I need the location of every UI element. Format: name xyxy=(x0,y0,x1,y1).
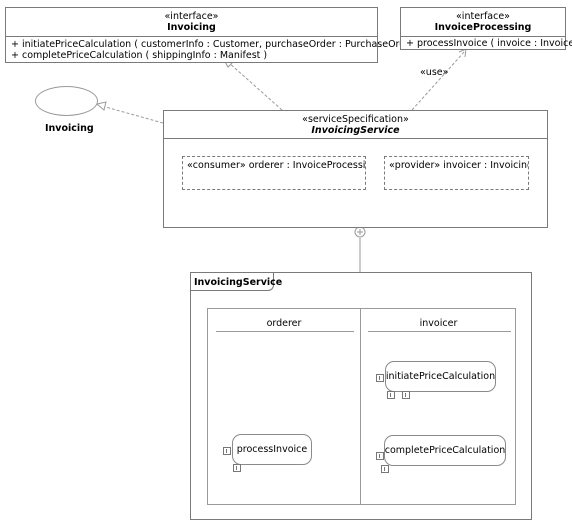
activity-frame[interactable]: InvoicingService orderer invoicer xyxy=(190,272,532,520)
part-orderer-stereotype: «consumer» xyxy=(187,160,246,171)
swimlane-invoicer-header-rule xyxy=(368,331,511,332)
action-initiate-price-calculation[interactable]: initiatePriceCalculation xyxy=(385,361,496,392)
use-dependency-label: «use» xyxy=(420,67,449,78)
service-spec-name: InvoicingService xyxy=(311,125,400,136)
action-process-invoice[interactable]: processInvoice xyxy=(232,434,312,465)
collaboration-name: Invoicing xyxy=(45,123,94,134)
output-pin-complete[interactable] xyxy=(381,465,389,473)
part-invoicer-stereotype: «provider» xyxy=(389,160,441,171)
input-pin-process[interactable] xyxy=(223,447,231,455)
service-specification[interactable]: «serviceSpecification» InvoicingService … xyxy=(163,110,548,228)
part-invoicer-label: «provider» invoicer : Invoicing xyxy=(389,160,529,171)
activity-title: InvoicingService xyxy=(194,277,283,288)
collaboration-link-line xyxy=(101,105,164,124)
collaboration-link-arrowhead xyxy=(95,101,107,111)
swimlane-orderer-header-rule xyxy=(216,331,354,332)
service-spec-stereotype: «serviceSpecification» xyxy=(302,114,409,125)
action-complete-price-calculation[interactable]: completePriceCalculation xyxy=(384,435,506,466)
swimlane-container: orderer invoicer xyxy=(207,308,516,505)
part-orderer[interactable]: «consumer» orderer : InvoiceProcessing xyxy=(182,156,366,190)
operation-initiate-price-calculation: + initiatePriceCalculation ( customerInf… xyxy=(11,39,422,50)
activity-title-tab: InvoicingService xyxy=(191,273,282,291)
part-invoicer[interactable]: «provider» invoicer : Invoicing xyxy=(384,156,529,190)
swimlane-orderer-label: orderer xyxy=(266,318,302,329)
use-dependency-line xyxy=(411,50,466,111)
part-orderer-name: orderer : InvoiceProcessing xyxy=(248,160,366,171)
interface-processing-stereotype: «interface» xyxy=(456,11,510,22)
operation-complete-price-calculation: + completePriceCalculation ( shippingInf… xyxy=(11,50,268,61)
input-pin-complete[interactable] xyxy=(376,452,384,460)
output-pin-process[interactable] xyxy=(233,464,241,472)
interface-invoicing[interactable]: «interface» Invoicing + initiatePriceCal… xyxy=(5,7,422,63)
part-invoicer-name: invoicer : Invoicing xyxy=(443,160,529,171)
operation-process-invoice: + processInvoice ( invoice : Invoice ) xyxy=(406,38,572,49)
interface-processing-name: InvoiceProcessing xyxy=(434,22,532,33)
interface-invoice-processing[interactable]: «interface» InvoiceProcessing + processI… xyxy=(400,7,572,50)
collaboration-ellipse[interactable] xyxy=(35,86,98,116)
part-orderer-label: «consumer» orderer : InvoiceProcessing xyxy=(187,160,366,171)
output-pin-initiate-2[interactable] xyxy=(402,391,410,399)
input-pin-initiate[interactable] xyxy=(376,374,384,382)
swimlane-invoicer-label: invoicer xyxy=(419,318,458,329)
realization-line xyxy=(227,61,283,111)
interface-invoicing-name: Invoicing xyxy=(167,22,216,33)
interface-invoicing-stereotype: «interface» xyxy=(164,11,219,22)
output-pin-initiate-1[interactable] xyxy=(387,391,395,399)
swimlane-divider xyxy=(360,309,361,504)
